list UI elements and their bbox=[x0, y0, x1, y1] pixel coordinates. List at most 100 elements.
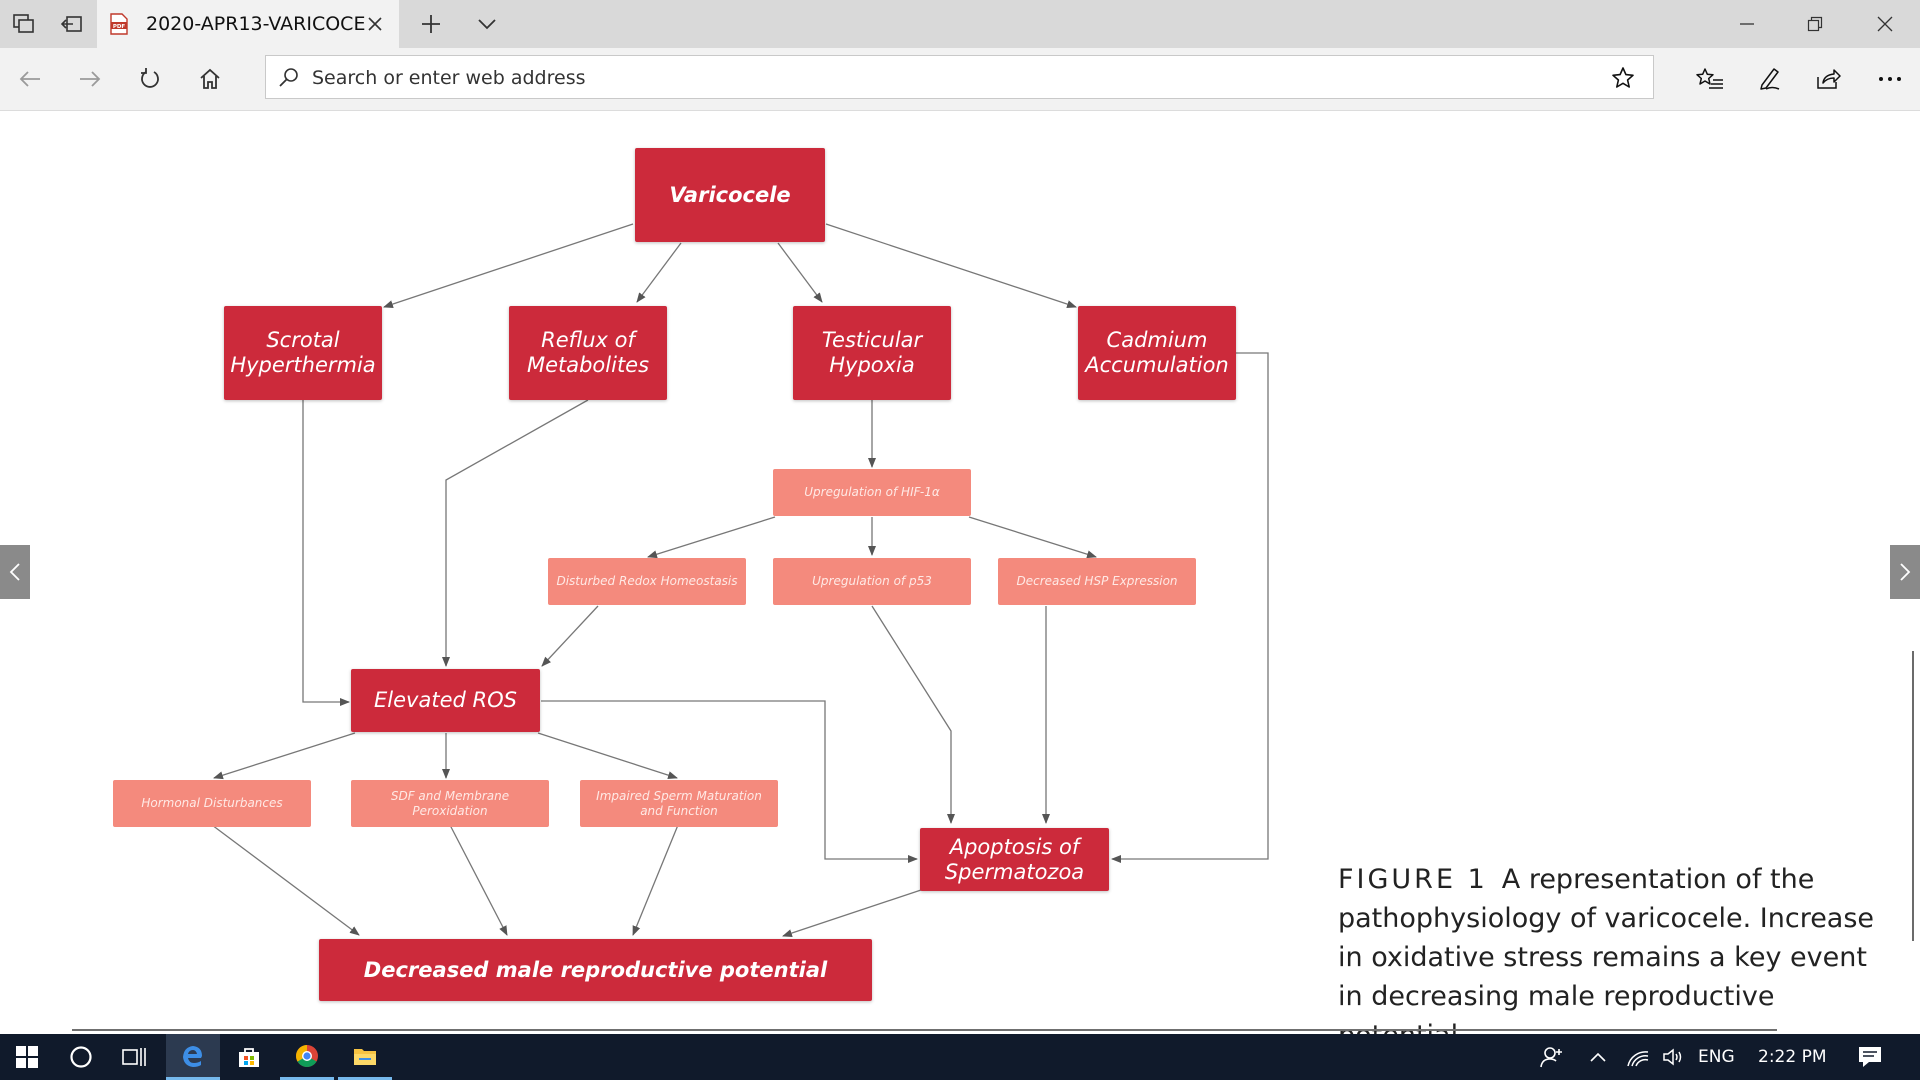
new-tab-button[interactable] bbox=[403, 0, 459, 48]
task-view-button[interactable] bbox=[108, 1034, 162, 1080]
taskbar-store[interactable] bbox=[222, 1034, 276, 1080]
close-window-button[interactable] bbox=[1850, 0, 1920, 48]
pdf-file-icon: PDF bbox=[110, 13, 128, 35]
cortana-search-button[interactable] bbox=[54, 1034, 108, 1080]
refresh-button[interactable] bbox=[126, 55, 174, 103]
network-button[interactable] bbox=[1620, 1034, 1656, 1080]
speaker-icon bbox=[1663, 1048, 1682, 1066]
node-cadmium-line-1: Cadmium bbox=[1106, 328, 1208, 352]
node-reflux-line-2: Metabolites bbox=[526, 353, 650, 377]
node-outcome-label: Decreased male reproductive potential bbox=[363, 957, 828, 982]
windows-logo-icon bbox=[16, 1046, 38, 1068]
task-view-icon bbox=[122, 1048, 146, 1066]
search-icon bbox=[279, 68, 298, 87]
tab-preview-button[interactable] bbox=[459, 0, 515, 48]
close-tab-icon[interactable] bbox=[365, 14, 385, 34]
address-bar[interactable] bbox=[265, 55, 1654, 100]
favorites-button[interactable] bbox=[1686, 55, 1734, 103]
favorites-list-icon bbox=[1696, 68, 1723, 89]
node-p53-label: Upregulation of p53 bbox=[812, 574, 932, 588]
add-notes-button[interactable] bbox=[1746, 55, 1794, 103]
restore-icon bbox=[1807, 16, 1823, 32]
people-icon bbox=[1540, 1047, 1562, 1068]
navigation-bar bbox=[0, 48, 1920, 111]
node-decreased-hsp: Decreased HSP Expression bbox=[998, 558, 1196, 605]
next-page-button[interactable] bbox=[1890, 545, 1920, 599]
home-button[interactable] bbox=[186, 55, 234, 103]
refresh-icon bbox=[141, 68, 159, 88]
node-varicocele: Varicocele bbox=[635, 148, 825, 242]
people-button[interactable] bbox=[1532, 1034, 1572, 1080]
node-reflux-line-1: Reflux of bbox=[541, 328, 635, 352]
minimize-button[interactable] bbox=[1712, 0, 1782, 48]
chevron-down-icon bbox=[478, 19, 496, 30]
chevron-left-icon bbox=[9, 563, 20, 581]
restore-button[interactable] bbox=[1780, 0, 1850, 48]
node-sdf-line-2: Peroxidation bbox=[412, 803, 488, 818]
address-input[interactable] bbox=[310, 56, 1574, 100]
wifi-icon bbox=[1627, 1051, 1649, 1067]
share-button[interactable] bbox=[1804, 55, 1852, 103]
node-varicocele-label: Varicocele bbox=[669, 182, 791, 207]
node-hormonal-label: Hormonal Disturbances bbox=[141, 796, 283, 810]
diagram-connectors bbox=[211, 223, 1269, 937]
folder-icon bbox=[354, 1048, 376, 1065]
system-clock[interactable]: 2:22 PM bbox=[1758, 1047, 1827, 1067]
page-divider bbox=[72, 1029, 1777, 1031]
input-language-indicator[interactable]: ENG bbox=[1698, 1047, 1735, 1067]
tab-actions-button[interactable] bbox=[0, 0, 48, 48]
tab-bar: PDF 2020-APR13-VARICOCE bbox=[0, 0, 1920, 48]
figure-label: FIGURE 1 bbox=[1338, 864, 1488, 895]
action-center-button[interactable] bbox=[1850, 1034, 1890, 1080]
node-decreased-potential: Decreased male reproductive potential bbox=[319, 939, 872, 1001]
node-hypoxia-line-1: Testicular bbox=[821, 328, 923, 352]
node-sdf-line-1: SDF and Membrane bbox=[390, 788, 510, 803]
forward-arrow-icon bbox=[80, 71, 101, 87]
node-apoptosis-line-2: Spermatozoa bbox=[944, 859, 1085, 884]
node-scrotal-line-1: Scrotal bbox=[266, 328, 340, 352]
tabs-aside-icon bbox=[13, 14, 34, 33]
start-button[interactable] bbox=[0, 1034, 54, 1080]
close-icon bbox=[1877, 16, 1893, 32]
node-redox-label: Disturbed Redox Homeostasis bbox=[556, 574, 738, 588]
taskbar-edge[interactable] bbox=[166, 1034, 220, 1080]
node-apoptosis-line-1: Apoptosis of bbox=[949, 834, 1080, 859]
volume-button[interactable] bbox=[1656, 1034, 1692, 1080]
set-tabs-aside-button[interactable] bbox=[48, 0, 96, 48]
tab-title: 2020-APR13-VARICOCE bbox=[146, 13, 366, 35]
forward-button[interactable] bbox=[66, 55, 114, 103]
minimize-icon bbox=[1740, 23, 1754, 25]
node-impaired-line-2: and Function bbox=[640, 803, 718, 818]
notification-icon bbox=[1859, 1047, 1881, 1067]
node-upregulation-p53: Upregulation of p53 bbox=[773, 558, 971, 605]
taskbar-chrome[interactable] bbox=[280, 1034, 334, 1080]
chevron-up-icon bbox=[1590, 1052, 1606, 1062]
cortana-circle-icon bbox=[70, 1046, 92, 1068]
node-disturbed-redox: Disturbed Redox Homeostasis bbox=[548, 558, 746, 605]
vertical-scrollbar[interactable] bbox=[1912, 651, 1914, 941]
node-hsp-label: Decreased HSP Expression bbox=[1016, 574, 1178, 588]
chevron-right-icon bbox=[1900, 563, 1911, 581]
pen-icon bbox=[1760, 68, 1780, 90]
active-tab[interactable]: PDF 2020-APR13-VARICOCE bbox=[97, 0, 399, 48]
previous-page-button[interactable] bbox=[0, 545, 30, 599]
star-icon[interactable] bbox=[1611, 66, 1635, 90]
node-hif-label: Upregulation of HIF-1α bbox=[804, 485, 940, 499]
show-hidden-icons-button[interactable] bbox=[1580, 1034, 1616, 1080]
taskbar-file-explorer[interactable] bbox=[338, 1034, 392, 1080]
back-button[interactable] bbox=[6, 55, 54, 103]
more-menu-button[interactable] bbox=[1866, 55, 1914, 103]
